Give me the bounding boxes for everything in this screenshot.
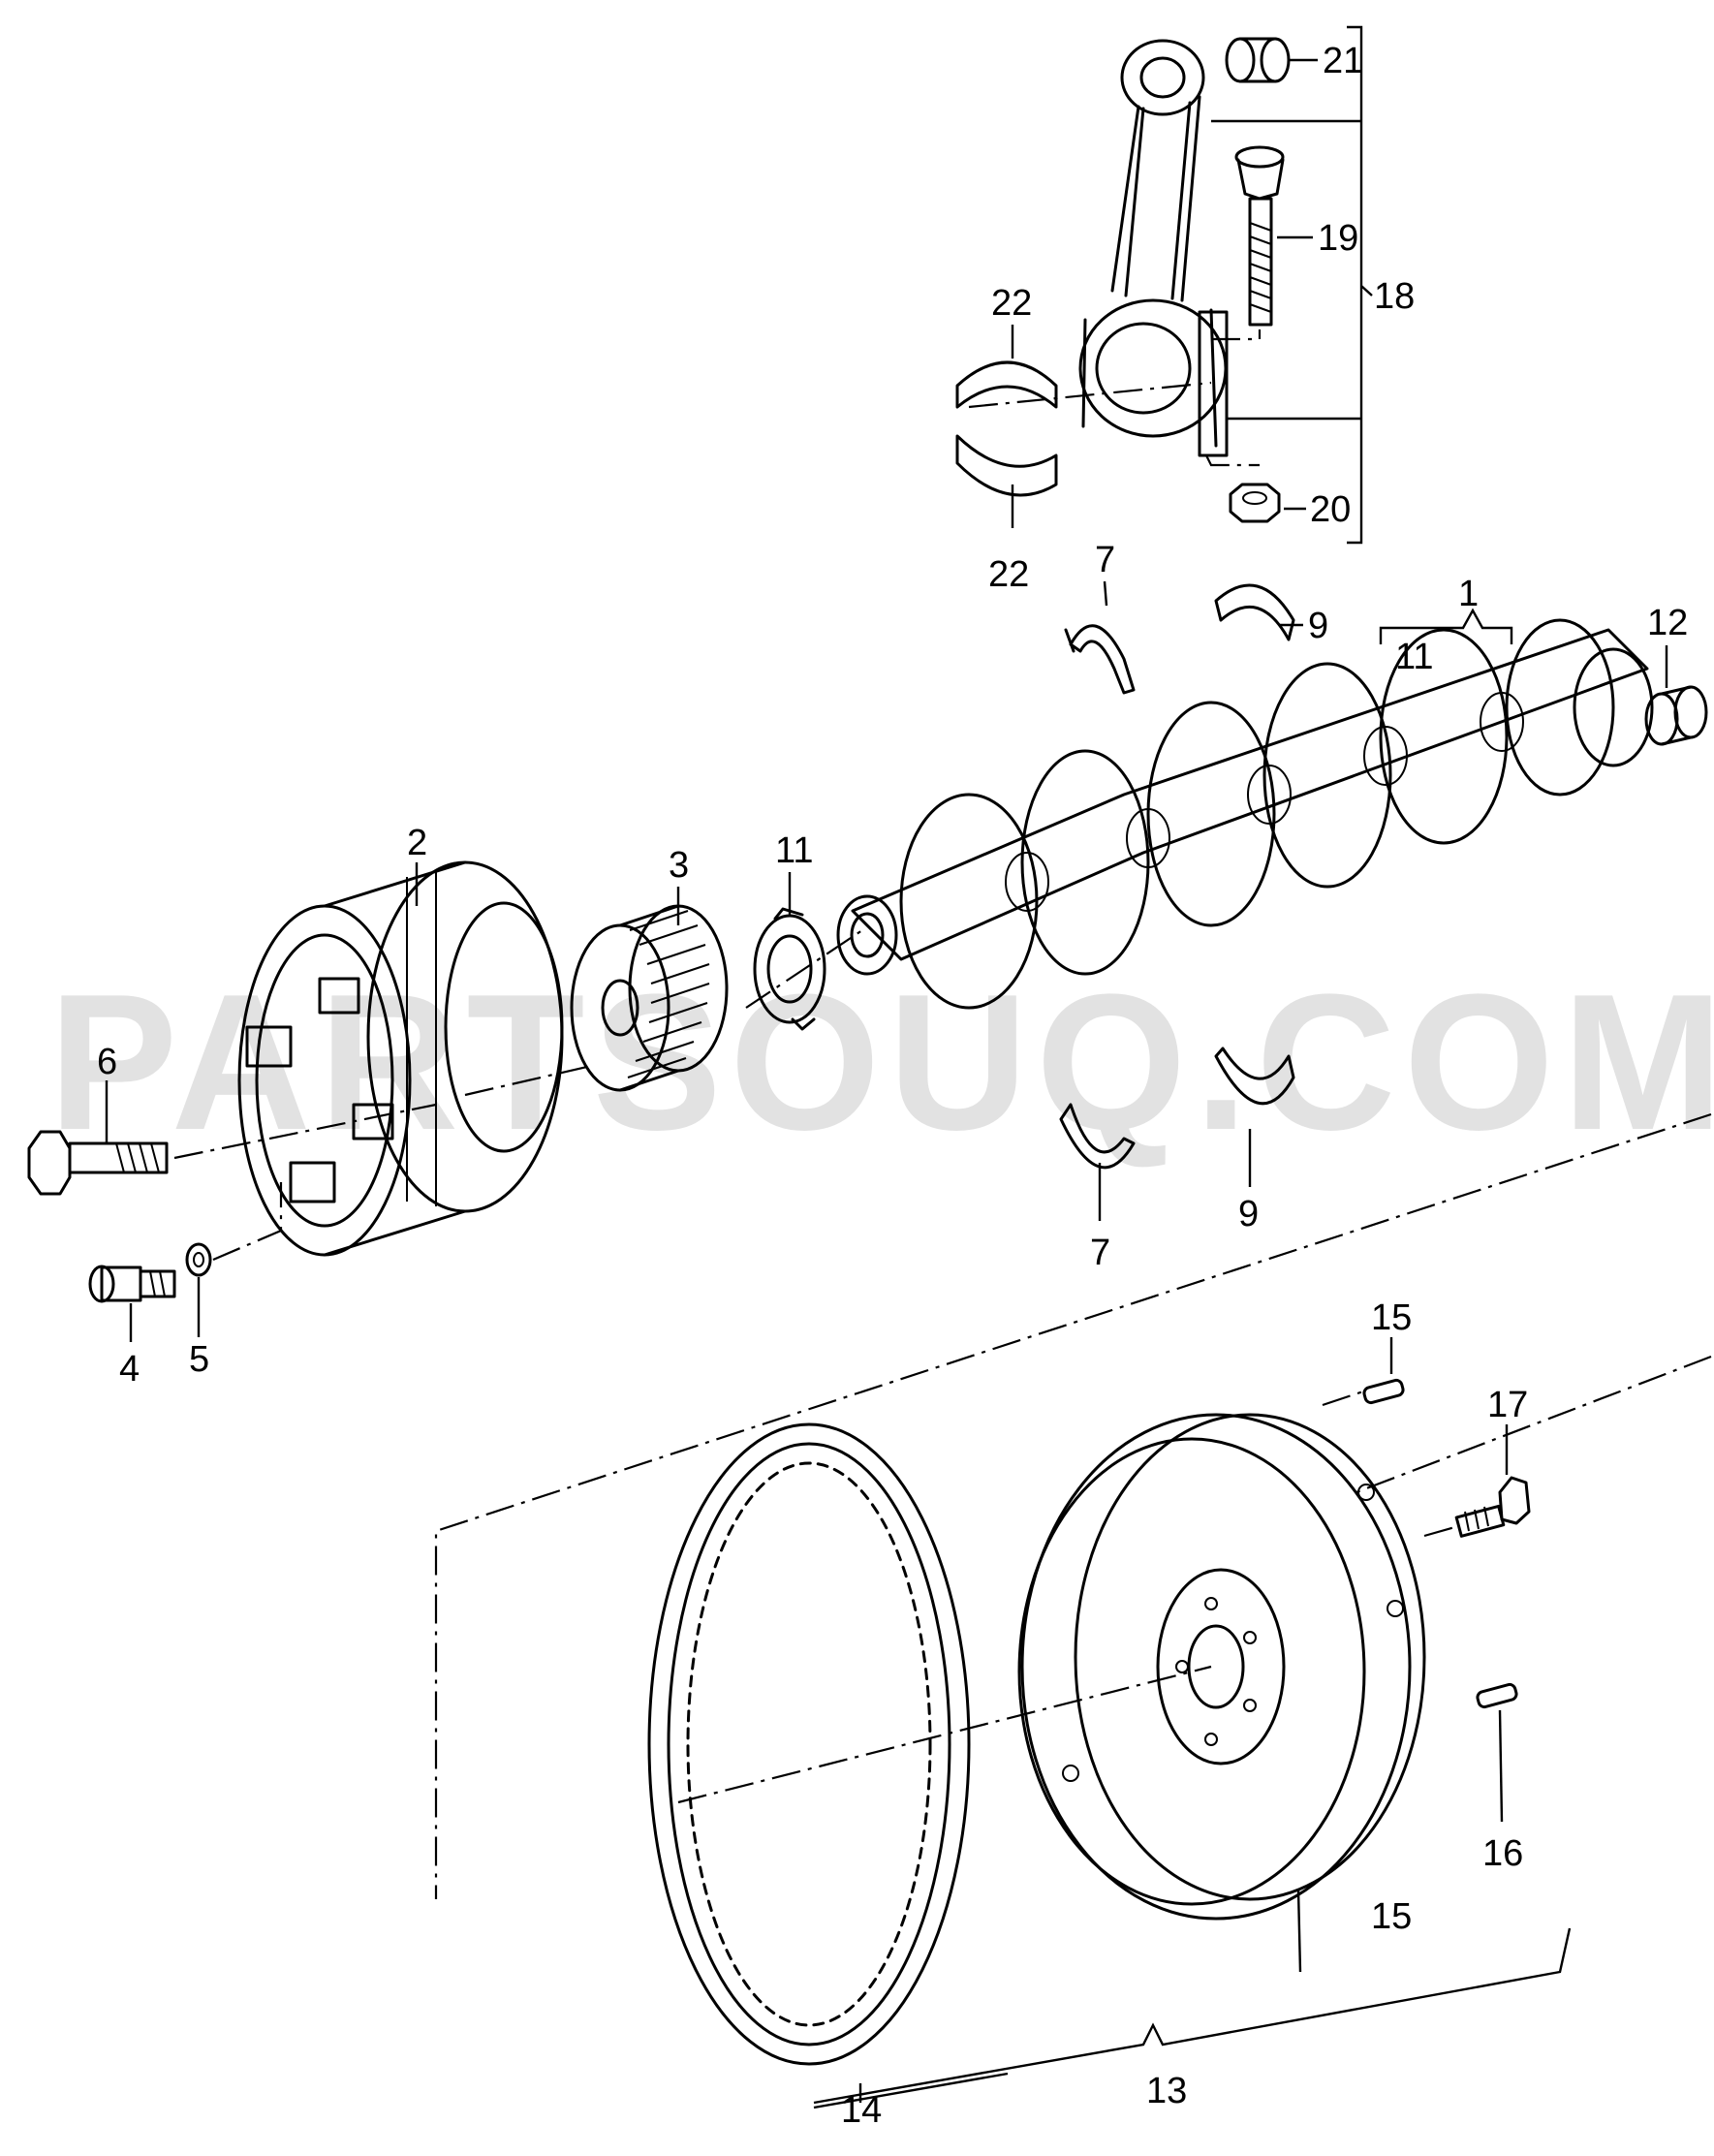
socket-head-bolt[interactable] [88,1265,176,1303]
crankshaft[interactable] [836,618,1654,1010]
label-5[interactable]: 5 [189,1339,209,1380]
label-6[interactable]: 6 [97,1042,117,1082]
main-bearing-shell-lower[interactable] [1214,1047,1295,1106]
bolt-centerline [212,1182,283,1262]
thrust-washer-lower[interactable] [1059,1103,1136,1170]
con-rod-bearing-shell-upper[interactable] [955,360,1058,409]
label-20[interactable]: 20 [1310,489,1351,530]
small-end-bushing[interactable] [1225,37,1291,83]
label-1[interactable]: 1 [1458,574,1479,614]
label-7-lower[interactable]: 7 [1090,1233,1110,1273]
label-15-upper[interactable]: 15 [1371,1297,1412,1338]
label-22-lower[interactable]: 22 [988,554,1029,595]
ring-gear[interactable] [647,1422,971,2066]
label-16[interactable]: 16 [1482,1833,1523,1874]
con-rod-nut[interactable] [1229,483,1281,523]
label-14[interactable]: 14 [841,2090,882,2131]
watermark-text: PARTSOUQ.COM [48,954,1714,1171]
hex-bolt[interactable] [27,1130,169,1196]
pin-lower[interactable] [1476,1682,1518,1709]
con-rod-bolt[interactable] [1234,145,1285,327]
label-7-upper[interactable]: 7 [1095,540,1115,580]
label-18[interactable]: 18 [1374,276,1415,317]
label-21[interactable]: 21 [1323,41,1363,81]
label-12[interactable]: 12 [1647,603,1688,643]
label-19[interactable]: 19 [1318,218,1358,259]
label-9-lower[interactable]: 9 [1238,1194,1259,1234]
flywheel[interactable] [1017,1413,1426,1921]
flywheel-bolt[interactable] [1454,1476,1531,1538]
flywheel-centerline [677,1389,1459,1804]
label-2[interactable]: 2 [407,823,427,863]
label-22-upper[interactable]: 22 [991,283,1032,324]
label-9-upper[interactable]: 9 [1308,606,1328,646]
thrust-washer-upper[interactable] [1064,624,1136,695]
connecting-rod[interactable] [1078,39,1229,457]
bracket-1 [1379,608,1513,644]
label-4[interactable]: 4 [119,1349,140,1390]
con-rod-centerline [968,381,1212,409]
con-rod-bolt-axis [1205,329,1262,467]
label-13[interactable]: 13 [1146,2071,1187,2111]
label-15-lower[interactable]: 15 [1371,1896,1412,1937]
con-rod-bearing-shell-lower[interactable] [955,434,1058,497]
main-bearing-shell-upper[interactable] [1214,583,1295,641]
part-labels: 21 19 18 22 22 20 7 9 1 11 12 2 3 11 6 4… [97,41,1688,2131]
label-11-lower[interactable]: 11 [775,830,813,871]
washer[interactable] [185,1242,212,1277]
front-centerline [173,929,863,1160]
dowel-pin-upper[interactable] [1362,1378,1405,1405]
label-17[interactable]: 17 [1487,1385,1528,1425]
vibration-damper[interactable] [237,860,564,1257]
label-3[interactable]: 3 [669,845,689,886]
label-11-upper[interactable]: 11 [1395,637,1433,677]
needle-bearing[interactable] [1644,685,1708,746]
assembly-bracket-18 [1211,25,1373,545]
leader-lines [105,58,1668,2109]
section-boundary [434,1112,1712,1899]
